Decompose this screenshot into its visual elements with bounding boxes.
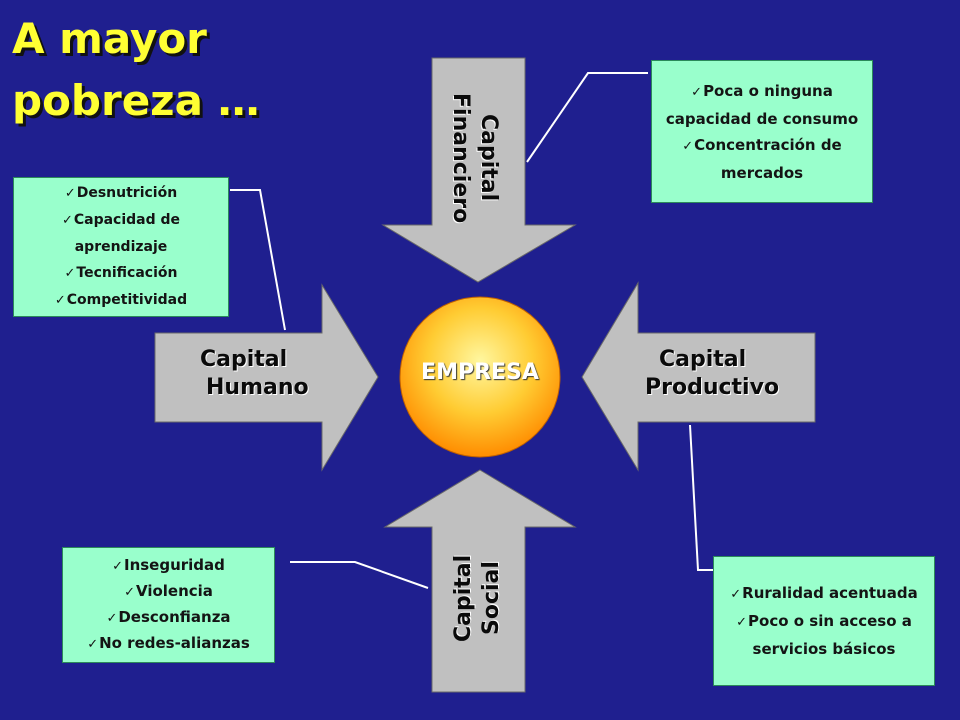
box-social-item: Violencia (124, 579, 213, 605)
arrow-capital-productivo (581, 281, 816, 472)
connector-financiero (526, 72, 648, 163)
box-productivo-item: Ruralidad acentuada (730, 580, 918, 608)
box-humano-item: Competitividad (55, 287, 187, 314)
arrow-label-financiero: Capital Financiero (448, 92, 501, 224)
box-financiero-item: Poca o ninguna capacidad de consumo (658, 78, 866, 132)
box-social: Inseguridad Violencia Desconfianza No re… (62, 547, 275, 663)
box-social-item: No redes-alianzas (87, 631, 250, 657)
arrow-capital-social (383, 469, 577, 693)
box-humano-item: Tecnificación (65, 260, 177, 287)
empresa-circle (399, 296, 561, 458)
connector-humano (230, 189, 286, 331)
arrow-label-social: Capital Social (451, 554, 504, 642)
box-social-item: Desconfianza (106, 605, 230, 631)
box-humano: Desnutrición Capacidad de aprendizaje Te… (13, 177, 229, 317)
empresa-label: EMPRESA (421, 360, 539, 385)
box-financiero: Poca o ninguna capacidad de consumo Conc… (651, 60, 873, 203)
box-social-item: Inseguridad (112, 553, 225, 579)
connector-productivo (689, 424, 713, 571)
arrow-label-productivo: Capital Productivo (645, 347, 780, 400)
arrow-label-humano: Capital Humano (200, 347, 309, 400)
box-financiero-item: Concentración de mercados (658, 132, 866, 186)
box-humano-item: Capacidad de aprendizaje (20, 207, 222, 260)
arrow-capital-financiero (381, 57, 577, 283)
title-line-2: pobreza … (12, 76, 260, 125)
page-title: A mayor pobreza … (12, 8, 260, 132)
title-line-1: A mayor (12, 14, 207, 63)
box-productivo-item: Poco o sin acceso a servicios básicos (720, 608, 928, 662)
arrow-capital-humano (154, 283, 379, 472)
box-humano-item: Desnutrición (65, 180, 177, 207)
box-productivo: Ruralidad acentuada Poco o sin acceso a … (713, 556, 935, 686)
connector-social (290, 561, 429, 589)
